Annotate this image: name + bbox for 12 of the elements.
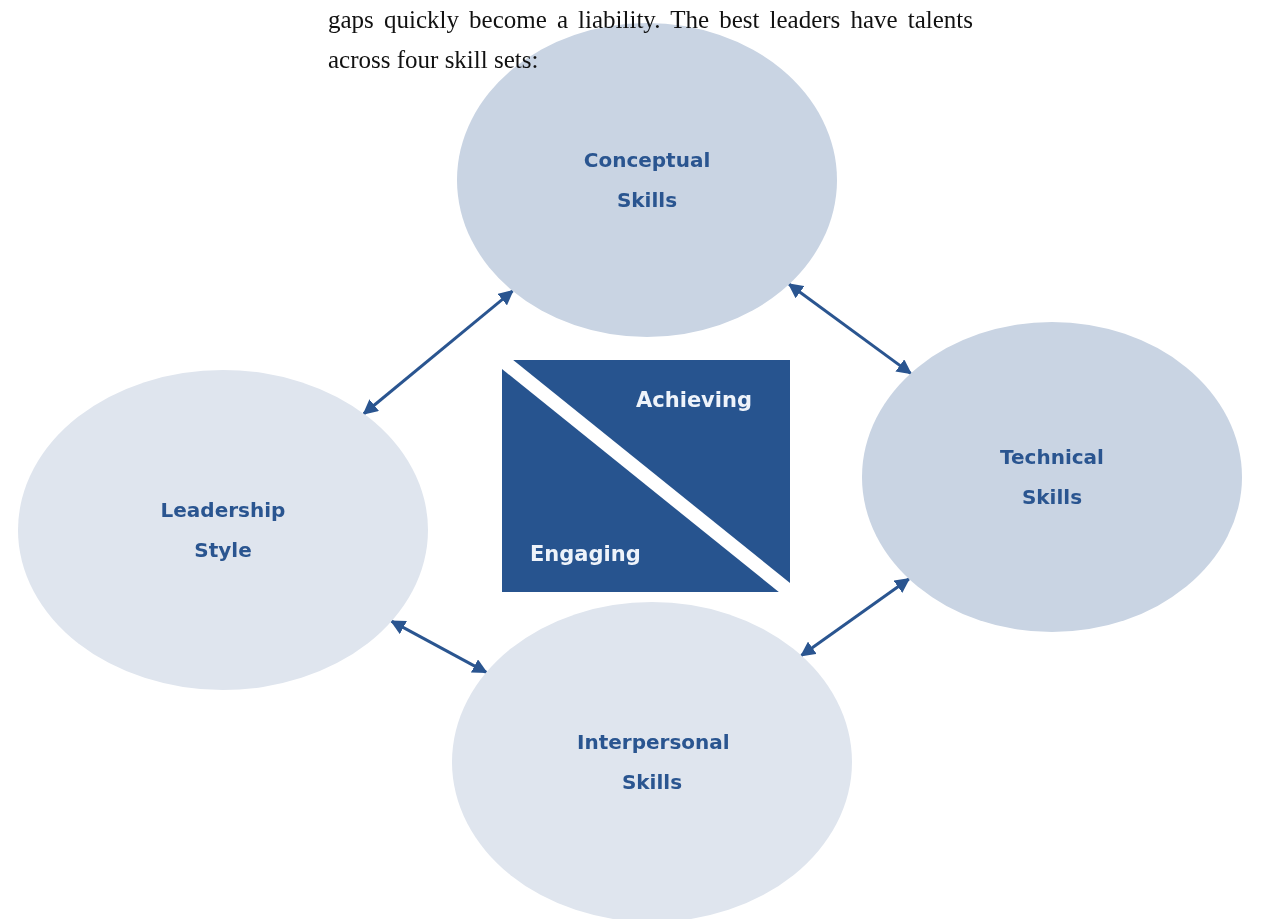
skill-label: Conceptual Skills [582,147,712,214]
double-arrow [390,619,488,674]
square-label: Achieving [636,388,752,412]
skill-label: Leadership Style [159,497,287,564]
skill-label: Technical Skills [999,444,1105,511]
double-arrow [787,283,912,375]
square-label: Engaging [530,542,641,566]
intro-paragraph: gaps quickly become a liability. The best leaders have talents across four skill sets: [328,5,973,75]
skill-label: Interpersonal Skills [577,729,727,796]
split-square [502,360,790,592]
double-arrow [800,577,911,657]
double-arrow [362,289,514,415]
